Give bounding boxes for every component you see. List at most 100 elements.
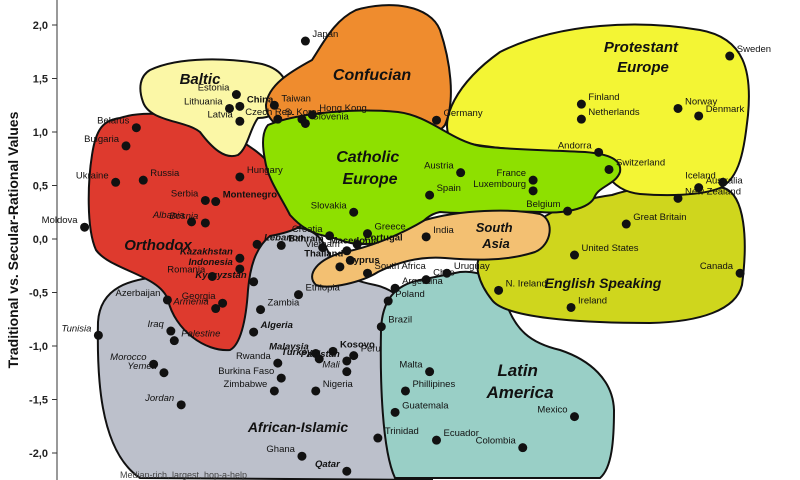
country-point: Ethiopia <box>294 283 341 300</box>
region-label-african-islamic: African-Islamic <box>247 419 349 435</box>
country-point: Morocco <box>110 352 159 369</box>
country-dot <box>342 246 352 256</box>
region-label-protestant: Protestant Europe <box>604 39 682 76</box>
country-label: Greece <box>375 222 406 233</box>
country-label: Jordan <box>144 393 174 404</box>
country-dot <box>594 147 604 157</box>
country-label: Burkina Faso <box>218 366 274 377</box>
country-label: France <box>497 168 527 179</box>
country-point: Germany <box>432 108 483 125</box>
country-point: Greece <box>363 222 406 239</box>
country-dot <box>211 197 221 207</box>
country-dot <box>349 207 359 217</box>
country-point: Slovenia <box>300 111 350 128</box>
country-label: Albania <box>152 210 185 221</box>
country-dot <box>570 250 579 260</box>
country-dot <box>566 302 576 312</box>
country-point: N. Ireland <box>494 278 547 295</box>
country-dot <box>563 206 573 216</box>
country-point: Qatar <box>315 459 352 476</box>
country-dot <box>604 164 614 174</box>
country-label: Austria <box>424 161 454 172</box>
country-label: Belgium <box>526 199 560 210</box>
country-dot <box>169 336 179 346</box>
country-dot <box>576 99 586 109</box>
country-point: Argentina <box>390 276 443 293</box>
region-label-protestant-line1: Protestant <box>604 39 679 56</box>
country-point: Malta <box>399 360 435 377</box>
country-point: Australia <box>694 176 743 193</box>
country-point: Croatia <box>292 224 335 241</box>
country-dot <box>494 285 504 295</box>
country-point: Algeria <box>249 320 293 337</box>
country-point: Great Britain <box>621 212 687 229</box>
country-dot <box>376 322 386 332</box>
country-label: Bahrain <box>288 233 324 244</box>
region-label-south-asia-line2: Asia <box>481 236 509 251</box>
country-dot <box>363 229 372 239</box>
country-point: Serbia <box>171 188 210 205</box>
country-dot <box>328 346 338 356</box>
country-dot <box>235 101 245 111</box>
country-label: Phillipines <box>412 379 455 390</box>
y-tick-label: -1,0 <box>29 341 48 353</box>
country-dot <box>231 90 241 100</box>
country-dot <box>325 231 335 241</box>
country-point: India <box>421 225 454 242</box>
country-dot <box>252 239 262 249</box>
country-dot <box>442 268 452 278</box>
country-dot <box>421 232 431 242</box>
country-dot <box>718 177 728 187</box>
country-label: Indonesia <box>189 257 233 268</box>
country-dot <box>235 253 245 263</box>
country-label: Ethiopia <box>306 283 341 294</box>
country-label: Lithuania <box>184 96 223 107</box>
country-label: Hungary <box>247 165 283 176</box>
country-label: Andorra <box>558 140 593 151</box>
region-label-south-asia-line1: South <box>476 220 513 235</box>
country-dot <box>576 114 586 124</box>
country-label: Qatar <box>315 459 341 470</box>
country-label: Lebanon <box>264 232 304 243</box>
country-dot <box>269 386 279 396</box>
country-point: Moldova <box>42 215 90 232</box>
region-label-latin: Latin America <box>485 361 553 402</box>
country-label: Colombia <box>476 436 517 447</box>
country-point: Switzerland <box>604 157 665 174</box>
country-point: Luxembourg <box>473 179 538 196</box>
country-label: Iceland <box>685 170 716 181</box>
region-label-catholic: Catholic Europe <box>336 149 404 188</box>
country-dot <box>176 400 186 410</box>
country-point: Montenegro <box>211 190 277 207</box>
country-label: Mali <box>322 360 340 371</box>
country-label: Zambia <box>268 298 300 309</box>
country-label: Great Britain <box>633 212 686 223</box>
country-dot <box>211 304 221 314</box>
country-point: Thailand <box>304 248 355 265</box>
country-label: Ecuador <box>444 428 479 439</box>
country-label: S. Korea <box>285 107 323 118</box>
country-point: Kosovo <box>328 339 375 356</box>
region-label-latin-line1: Latin <box>497 361 538 380</box>
country-label: Thailand <box>304 248 343 259</box>
country-label: Japan <box>312 29 338 40</box>
country-label: Azerbaijan <box>116 288 161 299</box>
y-tick-label: 0,0 <box>33 234 48 246</box>
country-dot <box>162 295 172 305</box>
country-point: Turkey <box>281 347 324 364</box>
country-point: Mexico <box>537 405 579 422</box>
country-label: Spain <box>437 183 461 194</box>
region-label-latin-line2: America <box>485 383 553 402</box>
country-point: Georgia <box>182 291 228 308</box>
country-dot <box>273 358 283 368</box>
country-label: Croatia <box>292 224 323 235</box>
country-point: Indonesia <box>189 257 245 274</box>
country-label: Belarus <box>97 116 129 127</box>
country-point: Palestine <box>169 329 220 346</box>
country-dot <box>311 386 321 396</box>
country-label: Norway <box>685 96 717 107</box>
country-point: Poland <box>383 289 425 306</box>
country-label: Pakistan <box>301 349 340 360</box>
country-label: Rwanda <box>236 351 272 362</box>
